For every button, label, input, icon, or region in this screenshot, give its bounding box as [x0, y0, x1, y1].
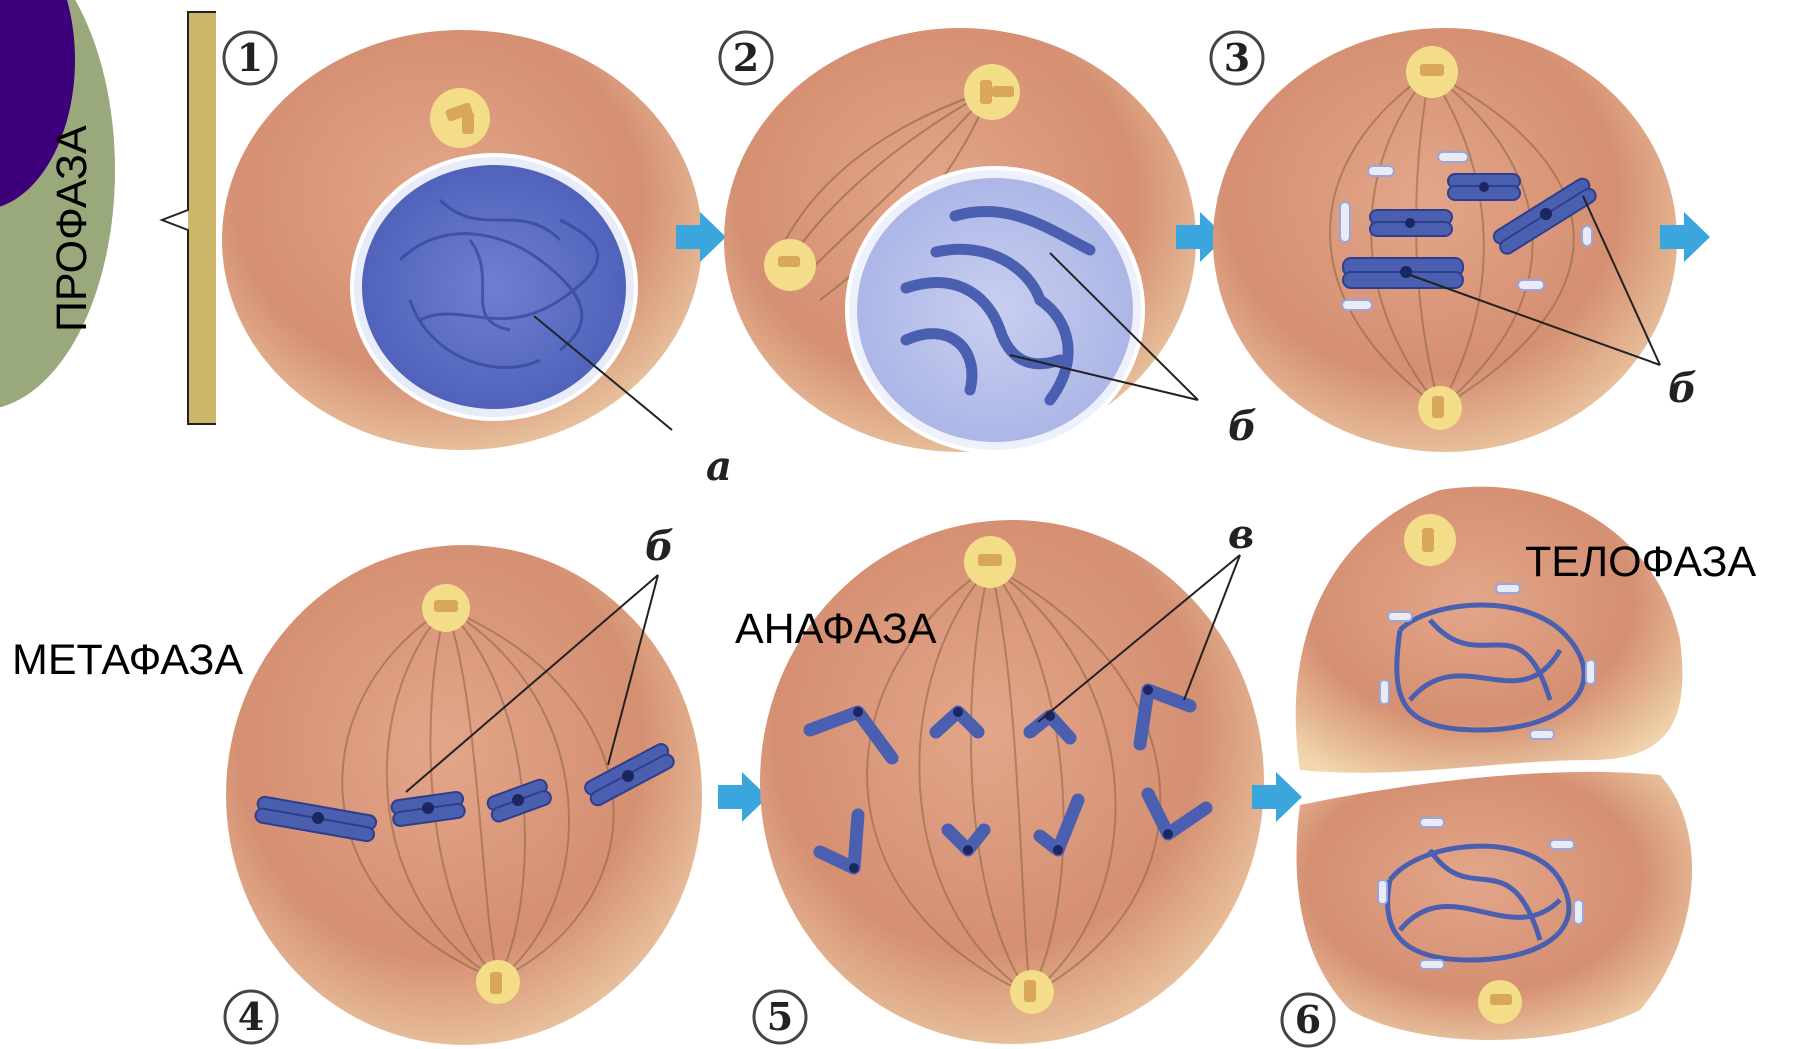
centrosome-icon — [430, 88, 490, 148]
centrosome-icon — [1406, 46, 1458, 98]
centrosome-icon — [1478, 980, 1522, 1024]
centrosome-icon — [422, 584, 470, 632]
centrosome-icon — [1418, 386, 1462, 430]
label-a: а — [706, 443, 732, 490]
centrosome-icon — [476, 960, 520, 1004]
stage-number-2: 2 — [733, 35, 759, 80]
label-b-3: б — [1668, 365, 1697, 412]
stage-number-5: 5 — [767, 994, 793, 1039]
centrosome-icon — [1404, 514, 1456, 566]
centrosome-icon — [964, 64, 1020, 120]
prophase-label: ПРОФАЗА — [48, 125, 97, 332]
telophase-label: ТЕЛОФАЗА — [1525, 538, 1756, 587]
label-v: в — [1228, 511, 1254, 558]
stage-number-3: 3 — [1224, 35, 1250, 80]
centrosome-icon — [764, 239, 816, 291]
metaphase-label: МЕТАФАЗА — [12, 636, 243, 685]
anaphase-label: АНАФАЗА — [735, 605, 937, 654]
label-b-2: б — [1228, 403, 1257, 450]
prophase-bracket — [162, 12, 216, 424]
stage-number-4: 4 — [238, 994, 264, 1039]
cell-3: б 3 — [1211, 28, 1697, 452]
nucleus — [362, 165, 626, 409]
centrosome-icon — [964, 536, 1016, 588]
label-b-4: б — [645, 523, 674, 570]
cell-4: б 4 — [225, 523, 702, 1045]
centrosome-icon — [1010, 970, 1054, 1014]
stage-number-1: 1 — [237, 35, 263, 80]
cell-5: в 5 — [754, 511, 1264, 1044]
cell-1: а 1 — [222, 30, 732, 490]
stage-number-6: 6 — [1295, 997, 1321, 1042]
